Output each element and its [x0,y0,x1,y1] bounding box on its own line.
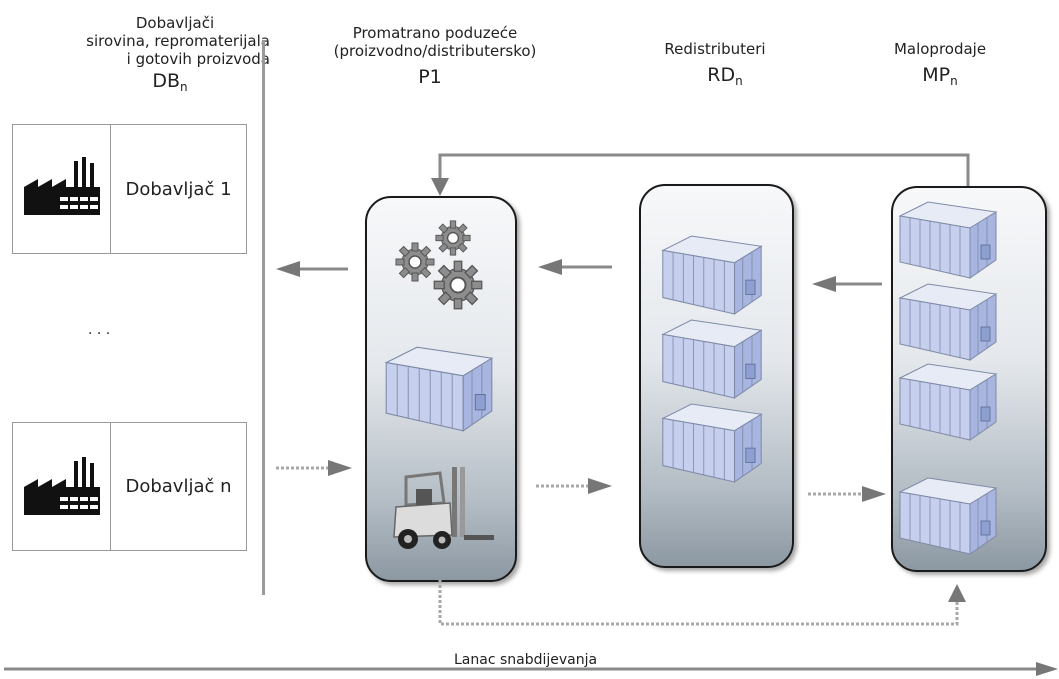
company-header: Promatrano poduzeće (proizvodno/distribu… [300,24,570,60]
redistributors-header-line-1: Redistributeri [664,40,766,58]
redistributors-symbol-base: RD [707,64,736,86]
retail-header-line-1: Maloprodaje [893,40,987,58]
company-symbol-base: P1 [418,66,442,88]
suppliers-header: Dobavljači sirovina, repromaterijala i g… [40,14,270,68]
suppliers-divider [262,40,265,595]
suppliers-header-line-2: sirovina, repromaterijala [86,32,270,50]
feedback-loop-arrowhead [431,178,449,196]
retail-header: Maloprodaje [870,40,1010,58]
suppliers-symbol: DBn [130,70,210,94]
supplier-box-1: Dobavljač 1 [12,124,247,254]
supplier-box-1-icon-cell [13,125,111,253]
supplier-box-n-label: Dobavljač n [125,476,232,497]
retail-symbol-sub: n [950,74,958,88]
retail-symbol-base: MP [922,64,951,86]
suppliers-header-line-3: i gotovih proizvoda [126,50,270,68]
supplier-box-n-icon-cell [13,423,111,550]
forward-arrow-company-redistributors [536,478,612,494]
supply-chain-axis-arrow [4,662,1058,676]
supplier-box-n: Dobavljač n [12,422,247,551]
forklift-icon [393,467,494,549]
direct-delivery-arrow [438,580,966,626]
return-arrow-redistributors-company [538,259,612,275]
suppliers-symbol-base: DB [152,70,181,92]
return-arrow-company-suppliers [276,261,348,277]
supplier-box-1-label: Dobavljač 1 [125,178,232,200]
company-symbol: P1 [390,66,470,88]
suppliers-header-line-1: Dobavljači [135,14,215,32]
retail-symbol: MPn [900,64,980,88]
suppliers-ellipsis: . . . [88,322,111,338]
redistributors-symbol: RDn [685,64,765,88]
company-header-line-1: Promatrano poduzeće [352,24,518,42]
redistributors-header: Redistributeri [640,40,790,58]
suppliers-symbol-sub: n [180,80,188,94]
supply-chain-label: Lanac snabdijevanja [454,652,598,668]
company-header-line-2: (proizvodno/distributersko) [333,42,537,60]
feedback-loop-arrow [438,153,970,186]
forward-arrow-suppliers-company [276,460,352,476]
redistributors-symbol-sub: n [735,74,743,88]
return-arrow-retail-redistributors [812,276,882,292]
forward-arrow-redistributors-retail [808,486,886,502]
